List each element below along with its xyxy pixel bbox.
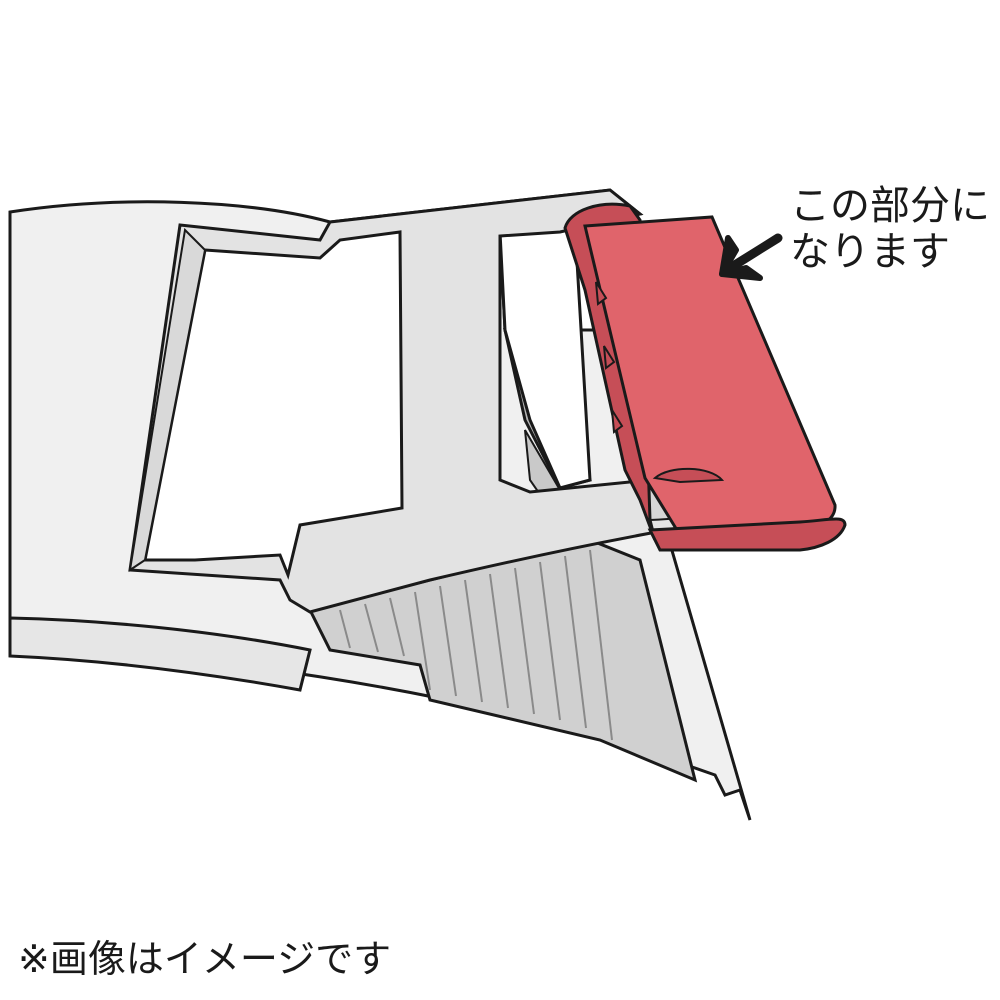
dispenser-base-band: [8, 616, 312, 692]
arrow-icon: [719, 233, 783, 281]
ribs: [339, 549, 613, 741]
cutter-roller: [652, 467, 725, 484]
cutter-edge: [647, 517, 847, 552]
image-disclaimer-note: ※画像はイメージです: [18, 937, 392, 981]
callout-label-line-2: なります: [790, 229, 950, 275]
tape-panel-shade: [128, 227, 207, 573]
tape-panel: [143, 230, 404, 580]
cutter-teeth: [595, 281, 624, 434]
callout-label-line-1: この部分に: [790, 183, 990, 229]
